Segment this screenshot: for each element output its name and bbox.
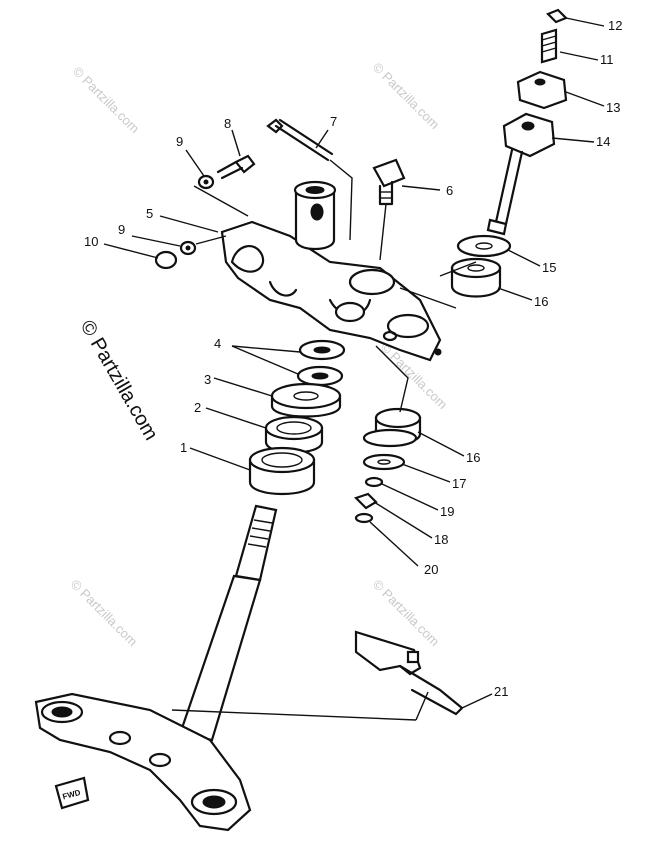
callout-15: 15 xyxy=(542,260,556,275)
cap-10 xyxy=(154,250,178,270)
callout-3: 3 xyxy=(204,372,211,387)
callout-20: 20 xyxy=(424,562,438,577)
washer-9-upper xyxy=(197,174,215,190)
lower-bracket xyxy=(34,692,252,832)
damper-16-upper xyxy=(450,257,502,298)
holder-14 xyxy=(486,112,556,236)
callout-8: 8 xyxy=(224,116,231,131)
callout-leaders xyxy=(103,17,605,709)
callout-1: 1 xyxy=(180,440,187,455)
bolt-7 xyxy=(266,118,334,162)
callout-2: 2 xyxy=(194,400,201,415)
washer-9-lower xyxy=(179,240,197,256)
watermark-top-right: © Partzilla.com xyxy=(370,60,443,133)
callout-7: 7 xyxy=(330,114,337,129)
clip-20 xyxy=(354,512,374,524)
callout-16-lower: 16 xyxy=(466,450,480,465)
nut-4-upper xyxy=(298,339,346,361)
watermark-large-diagonal: © Partzilla.com xyxy=(76,317,162,445)
callout-13: 13 xyxy=(606,100,620,115)
bearing-2 xyxy=(264,415,324,454)
callout-12: 12 xyxy=(608,18,622,33)
washer-19 xyxy=(364,476,384,488)
bearing-1 xyxy=(248,446,316,496)
callout-18: 18 xyxy=(434,532,448,547)
bolt-8 xyxy=(216,154,256,180)
callout-9-lower: 9 xyxy=(118,222,125,237)
callout-17: 17 xyxy=(452,476,466,491)
callout-labels: 1 2 3 4 5 6 7 8 9 9 10 11 12 13 14 15 16… xyxy=(84,18,622,699)
callout-11: 11 xyxy=(600,52,614,67)
nut-18 xyxy=(353,492,378,510)
assembly-lines xyxy=(171,159,477,721)
watermark-bottom-left: © Partzilla.com xyxy=(68,577,141,650)
callout-19: 19 xyxy=(440,504,454,519)
washer-17 xyxy=(362,453,406,471)
cable-guide-21 xyxy=(354,630,464,716)
holder-13 xyxy=(516,70,568,110)
upper-crown xyxy=(220,180,442,362)
callout-4: 4 xyxy=(214,336,221,351)
nut-4-lower xyxy=(296,365,344,387)
watermark-bottom-right: © Partzilla.com xyxy=(370,577,443,650)
callout-10: 10 xyxy=(84,234,98,249)
callout-5: 5 xyxy=(146,206,153,221)
fwd-marker: FWD xyxy=(54,776,90,810)
callout-9-upper: 9 xyxy=(176,134,183,149)
callout-16-upper: 16 xyxy=(534,294,548,309)
callout-6: 6 xyxy=(446,183,453,198)
part-11 xyxy=(540,28,558,64)
washer-15 xyxy=(456,234,512,258)
cover-3 xyxy=(270,382,342,418)
watermark-top-left: © Partzilla.com xyxy=(70,64,143,137)
callout-21: 21 xyxy=(494,684,508,699)
damper-16-lower xyxy=(362,407,422,448)
callout-14: 14 xyxy=(596,134,610,149)
bolt-6 xyxy=(372,158,406,206)
steering-stem xyxy=(178,504,278,742)
part-12 xyxy=(546,8,568,24)
